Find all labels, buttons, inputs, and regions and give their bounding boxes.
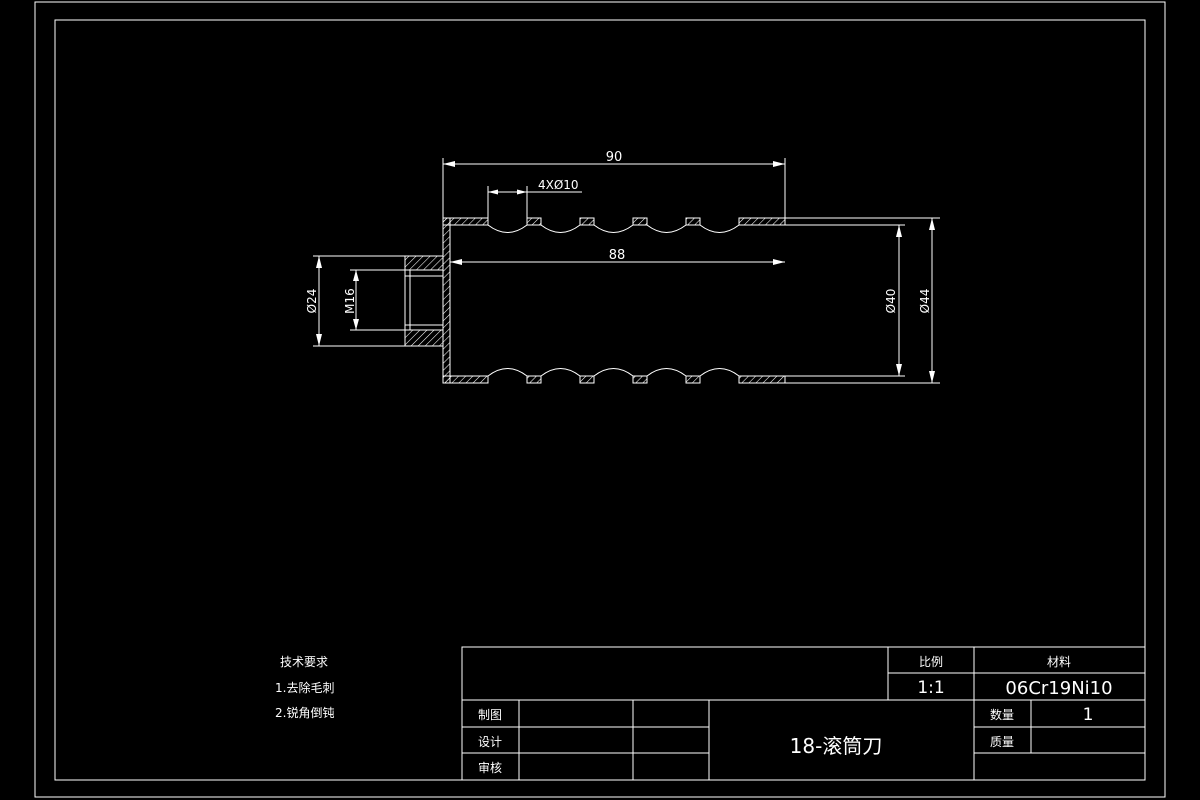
- mass-label: 质量: [990, 735, 1014, 749]
- notes-title: 技术要求: [280, 655, 328, 669]
- bottom-hole-arcs: [487, 368, 740, 377]
- drafter-label: 制图: [478, 708, 502, 722]
- technical-requirements: 技术要求 1.去除毛刺 2.锐角倒钝: [275, 655, 334, 720]
- dim-overall-length: 90: [606, 150, 623, 165]
- material-value: 06Cr19Ni10: [1005, 678, 1112, 699]
- title-block: [461, 646, 1146, 781]
- cylinder-end-wall: [442, 217, 451, 384]
- scale-value: 1:1: [917, 678, 944, 698]
- bottom-wall: [442, 375, 786, 384]
- dim-boss-diameter: Ø24: [305, 289, 319, 314]
- dim-inner-length: 88: [609, 248, 626, 263]
- part-name: 18-滚筒刀: [790, 734, 883, 758]
- sheet-inner-border: [54, 19, 1146, 781]
- dim-outer-diameter: Ø44: [918, 289, 932, 314]
- quantity-label: 数量: [990, 707, 1014, 722]
- note-item: 1.去除毛刺: [275, 680, 334, 695]
- top-hole-arcs: [487, 224, 740, 233]
- threaded-boss: [404, 255, 444, 347]
- sheet-outer-border: [34, 1, 1166, 798]
- dim-thread: M16: [343, 288, 357, 314]
- top-wall: [442, 217, 786, 226]
- designer-label: 设计: [478, 735, 502, 749]
- title-block-text: 比例 1:1 材料 06Cr19Ni10 制图 设计 审核 18-滚筒刀 数量 …: [478, 655, 1113, 775]
- dim-hole-spec: 4XØ10: [538, 178, 579, 192]
- dim-inner-diameter: Ø40: [884, 289, 898, 314]
- reviewer-label: 审核: [478, 760, 502, 775]
- scale-label: 比例: [919, 655, 943, 669]
- material-label: 材料: [1047, 655, 1071, 669]
- dimensions: 90 4XØ10 88 Ø24 M16 Ø40: [305, 150, 935, 383]
- quantity-value: 1: [1083, 705, 1094, 725]
- part-view: [404, 217, 940, 384]
- note-item: 2.锐角倒钝: [275, 706, 334, 720]
